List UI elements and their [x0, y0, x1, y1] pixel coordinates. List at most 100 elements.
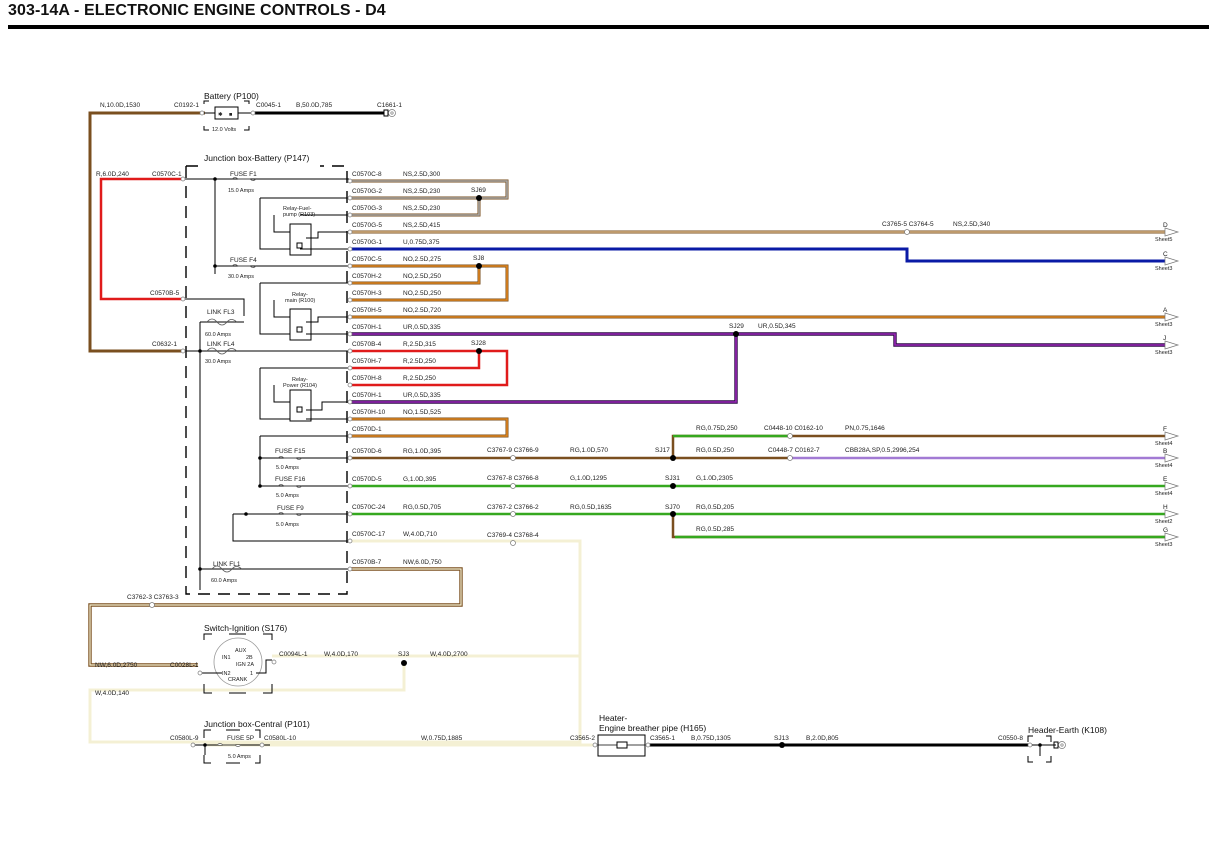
wire-rg-395[interactable]	[349, 434, 1170, 460]
splice-sj13[interactable]	[779, 742, 785, 748]
svg-text:RG,0.5D,205: RG,0.5D,205	[696, 504, 734, 511]
ground-icon	[1053, 741, 1066, 749]
junction-box-battery[interactable]: Junction box-Battery (P147) FUSE F1 15.0…	[96, 153, 349, 595]
sheet-ref-sheet: Sheet3	[1155, 322, 1172, 328]
wire-no-525[interactable]	[349, 418, 508, 437]
splice-sj29[interactable]	[733, 331, 739, 337]
wire-rg-285-brown[interactable]	[671, 514, 1170, 539]
svg-text:SJ3: SJ3	[398, 651, 410, 658]
wire-w-pale[interactable]	[88, 539, 582, 744]
heater[interactable]: Heater- Engine breather pipe (H165) C356…	[570, 713, 706, 757]
svg-text:FUSE F4: FUSE F4	[230, 257, 257, 264]
junction-box-central[interactable]: Junction box-Central (P101) C0580L-9 FUS…	[170, 719, 310, 764]
battery-label: Battery (P100)	[204, 91, 259, 101]
wire-battery-brown[interactable]	[88, 111, 205, 353]
wire-u-blue[interactable]	[349, 247, 1170, 263]
svg-text:PN,0.75,1646: PN,0.75,1646	[845, 425, 885, 432]
connector-pin-icon	[347, 538, 353, 544]
fuse-f15[interactable]: FUSE F15 5.0 Amps	[275, 448, 306, 471]
svg-text:1: 1	[250, 671, 253, 677]
header-earth[interactable]: Header-Earth (K108) C0550-8	[998, 725, 1107, 763]
ignition-switch[interactable]: Switch-Ignition (S176) AUX IN1 2B IGN 2A…	[197, 623, 287, 694]
svg-text:C3565-1: C3565-1	[650, 735, 675, 742]
svg-text:W,4.0D,170: W,4.0D,170	[324, 651, 358, 658]
svg-text:FUSE 5P: FUSE 5P	[227, 735, 254, 742]
inline-connector-icon	[149, 602, 155, 608]
splice-sj8[interactable]	[476, 263, 482, 269]
svg-text:SJ31: SJ31	[665, 475, 680, 482]
sheet-ref-sheet: Sheet4	[1155, 463, 1172, 469]
wire-ur-2[interactable]	[349, 334, 737, 403]
relay-fuel-pump[interactable]: Relay-Fuel- pump (R103)	[259, 197, 349, 256]
svg-text:CRANK: CRANK	[228, 677, 248, 683]
link-fl1[interactable]: LINK FL1 60.0 Amps	[211, 561, 243, 584]
wire-r-250[interactable]	[349, 351, 481, 370]
connector-c0632-1: C0632-1	[152, 341, 177, 348]
fuse-f9[interactable]: FUSE F9 5.0 Amps	[276, 505, 304, 528]
wire-no-250[interactable]	[349, 266, 480, 284]
connector-label: C0570H-5	[352, 307, 382, 314]
fuse-icon	[277, 484, 303, 488]
link-icon	[211, 565, 243, 573]
splice-sj28[interactable]	[476, 348, 482, 354]
wire-ns-230[interactable]	[349, 198, 480, 216]
header-earth-label: Header-Earth (K108)	[1028, 725, 1107, 735]
splice-sj70[interactable]	[670, 511, 676, 517]
inline-connector-icon	[787, 433, 793, 439]
relay-main[interactable]: Relay- main (R100)	[259, 282, 349, 341]
wire-ns-300[interactable]	[349, 180, 508, 199]
splice-sj3[interactable]	[401, 660, 407, 666]
wire-red-feed[interactable]	[99, 177, 182, 301]
connector-label: C0570H-3	[352, 290, 382, 297]
splice-sj69[interactable]	[476, 195, 482, 201]
inline-connector-icon	[904, 229, 910, 235]
link-fl3[interactable]: LINK FL3 60.0 Amps	[205, 309, 238, 338]
splices: SJ69 SJ8 SJ29 SJ28 SJ17 SJ31 SJ70 SJ3 SJ…	[398, 187, 789, 748]
splice-sj31[interactable]	[670, 483, 676, 489]
wire-nw[interactable]	[89, 568, 462, 666]
relay-power[interactable]: Relay- Power (R104)	[259, 367, 349, 422]
connector-label: C0570H-2	[352, 273, 382, 280]
wire-r-315[interactable]	[349, 349, 509, 387]
battery[interactable]: Battery (P100) ✱■ 12.0 Volts N,10.0D,153…	[100, 91, 402, 133]
splice-sj17[interactable]	[670, 455, 676, 461]
wire-ur[interactable]	[349, 333, 1170, 346]
fuse-f16[interactable]: FUSE F16 5.0 Amps	[275, 476, 306, 499]
wire-no-275[interactable]	[349, 265, 508, 301]
fuse-f1[interactable]: FUSE F1 15.0 Amps	[228, 171, 257, 194]
output-connector-c0570d-1[interactable]: C0570D-1	[347, 426, 382, 439]
link-fl4[interactable]: LINK FL4 30.0 Amps	[205, 341, 238, 365]
offpage-arrow-icon	[1164, 227, 1180, 237]
fuse-f4[interactable]: FUSE F4 30.0 Amps	[228, 257, 257, 280]
inline-connector-icon	[510, 540, 516, 546]
